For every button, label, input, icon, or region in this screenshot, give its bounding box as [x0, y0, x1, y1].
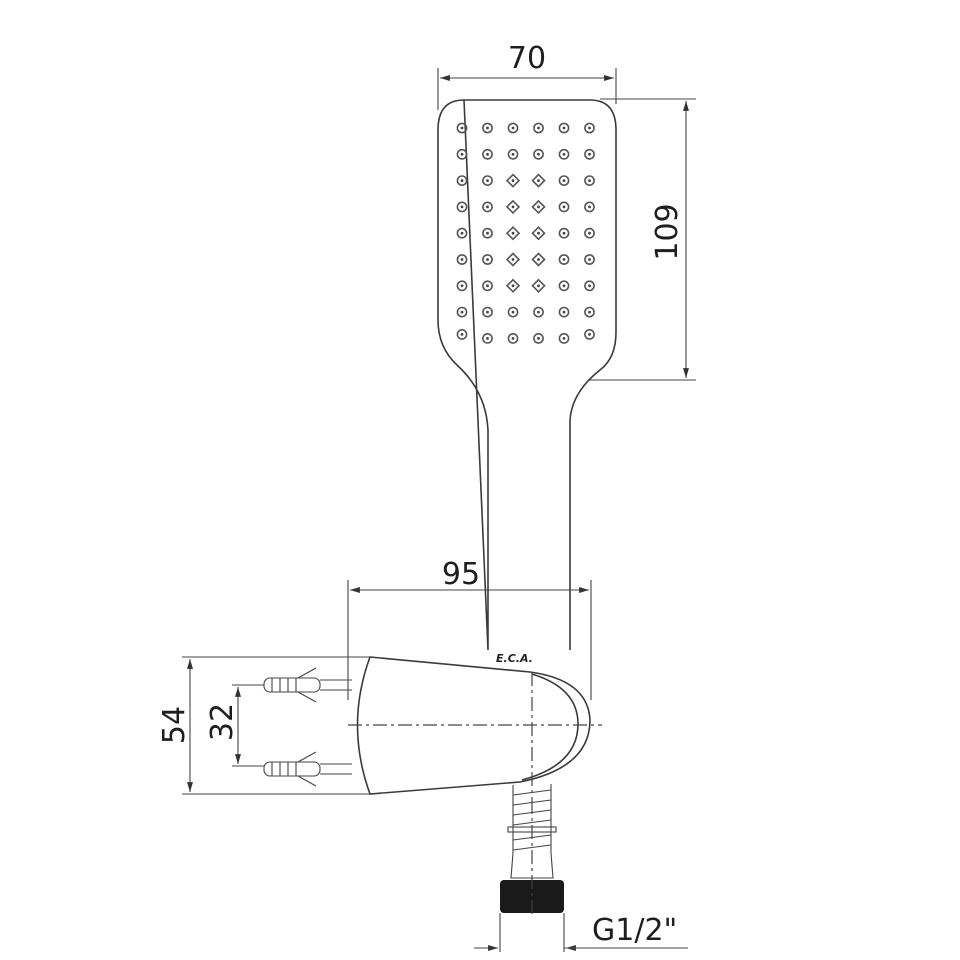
diamond-nozzle-icon [505, 173, 521, 188]
round-nozzle-icon [482, 122, 493, 134]
round-nozzle-icon [456, 254, 468, 265]
round-nozzle-icon [482, 201, 493, 213]
dim-32-label: 32 [205, 703, 240, 741]
round-nozzle-icon [533, 122, 544, 134]
dim-54-label: 54 [157, 706, 192, 744]
diamond-nozzle-icon [505, 199, 521, 215]
round-nozzle-icon [584, 122, 595, 134]
round-nozzle-icon [456, 148, 468, 160]
dim-109-label: 109 [650, 203, 685, 260]
dim-thread-label: G1/2" [592, 913, 677, 948]
dimension-thread: G1/2" [474, 913, 688, 951]
round-nozzle-icon [584, 254, 595, 265]
round-nozzle-icon [558, 148, 570, 160]
round-nozzle-icon [533, 306, 544, 318]
round-nozzle-icon [456, 122, 468, 134]
round-nozzle-icon [482, 254, 493, 265]
diamond-nozzle-icon [531, 199, 546, 215]
nozzle-grid [456, 122, 595, 344]
round-nozzle-icon [533, 148, 544, 160]
round-nozzle-icon [558, 332, 570, 344]
diamond-nozzle-icon [505, 278, 521, 293]
round-nozzle-icon [507, 332, 519, 344]
round-nozzle-icon [558, 254, 570, 265]
dimension-head-width: 70 [437, 41, 617, 110]
round-nozzle-icon [507, 122, 519, 134]
dimension-anchor-spacing: 32 [205, 684, 264, 767]
round-nozzle-icon [456, 306, 468, 318]
diamond-nozzle-icon [505, 252, 521, 267]
diamond-nozzle-icon [505, 226, 521, 241]
dim-70-label: 70 [508, 41, 546, 76]
round-nozzle-icon [456, 201, 468, 213]
round-nozzle-icon [533, 332, 544, 344]
round-nozzle-icon [456, 227, 468, 239]
round-nozzle-icon [584, 306, 595, 318]
round-nozzle-icon [456, 328, 468, 340]
round-nozzle-icon [558, 201, 570, 213]
round-nozzle-icon [584, 148, 595, 160]
round-nozzle-icon [482, 148, 493, 160]
round-nozzle-icon [584, 201, 595, 213]
round-nozzle-icon [482, 280, 493, 292]
round-nozzle-icon [584, 227, 595, 239]
round-nozzle-icon [482, 227, 493, 239]
round-nozzle-icon [584, 175, 595, 186]
dimension-head-length: 109 [588, 98, 696, 381]
round-nozzle-icon [456, 280, 468, 292]
shower-head [437, 99, 617, 651]
dimension-bracket-height: 54 [157, 656, 370, 795]
round-nozzle-icon [558, 306, 570, 318]
round-nozzle-icon [482, 175, 493, 186]
dimension-bracket-depth: 95 [347, 557, 592, 700]
wall-bracket: E.C.A. [348, 652, 602, 800]
wall-plug-bottom [263, 751, 352, 787]
wall-plug-top [263, 667, 352, 703]
hose-connector [499, 784, 565, 952]
round-nozzle-icon [507, 148, 519, 160]
round-nozzle-icon [558, 122, 570, 134]
diamond-nozzle-icon [531, 252, 546, 267]
diamond-nozzle-icon [531, 173, 546, 188]
round-nozzle-icon [482, 332, 493, 344]
round-nozzle-icon [584, 280, 595, 292]
round-nozzle-icon [558, 280, 570, 292]
dim-95-label: 95 [442, 557, 480, 592]
round-nozzle-icon [558, 175, 570, 186]
diamond-nozzle-icon [531, 278, 546, 293]
round-nozzle-icon [558, 227, 570, 239]
diamond-nozzle-icon [531, 226, 546, 241]
round-nozzle-icon [584, 328, 595, 340]
round-nozzle-icon [456, 175, 468, 186]
round-nozzle-icon [507, 306, 519, 318]
brand-logo: E.C.A. [496, 652, 533, 665]
round-nozzle-icon [482, 306, 493, 318]
